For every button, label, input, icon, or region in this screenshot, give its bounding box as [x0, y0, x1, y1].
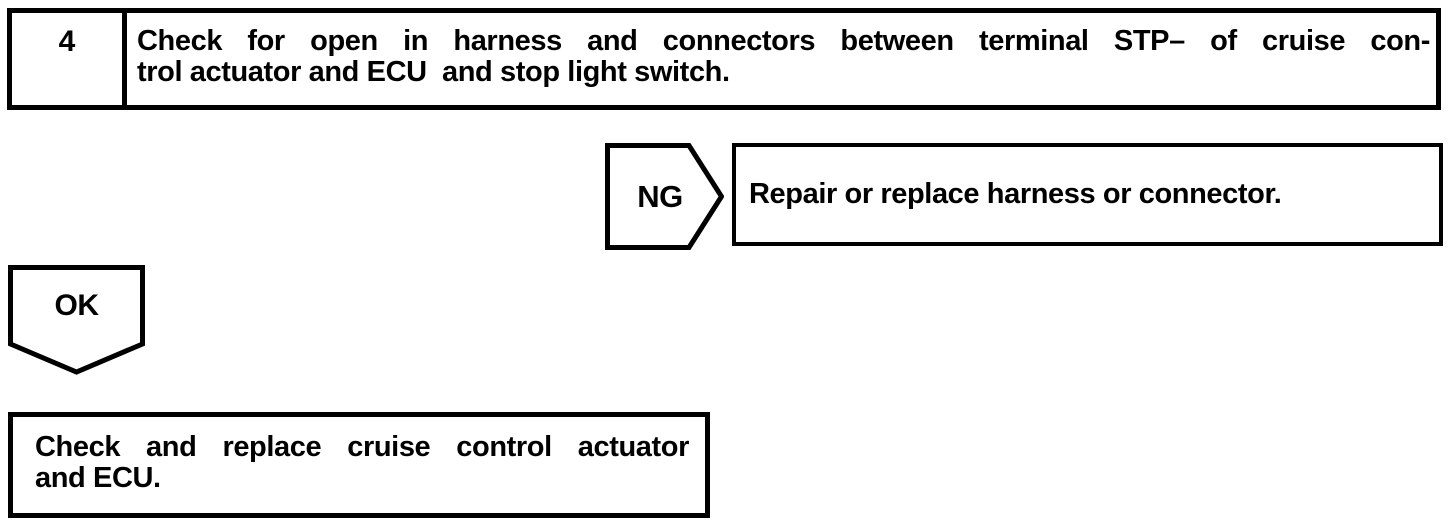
- ng-label: NG: [637, 178, 683, 214]
- ng-pentagon-icon: [605, 143, 724, 250]
- step-instruction-line1: Check for open in harness and connectors…: [137, 25, 1430, 57]
- ok-pentagon-icon: [8, 265, 145, 375]
- step-instruction: Check for open in harness and connectors…: [127, 13, 1436, 105]
- step-box: 4 Check for open in harness and connecto…: [7, 8, 1441, 110]
- ok-label: OK: [54, 289, 100, 322]
- step-instruction-line2: trol actuator and ECU and stop light swi…: [137, 56, 730, 88]
- result-line2: and ECU.: [35, 462, 161, 494]
- result-box: Check and replace cruise control actuato…: [8, 412, 710, 518]
- ng-action-box: Repair or replace harness or connector.: [732, 143, 1443, 246]
- step-number-cell: 4: [12, 13, 127, 105]
- result-line1: Check and replace cruise control actuato…: [35, 431, 689, 463]
- step-number: 4: [58, 25, 76, 58]
- ng-action-text: Repair or replace harness or connector.: [749, 178, 1282, 210]
